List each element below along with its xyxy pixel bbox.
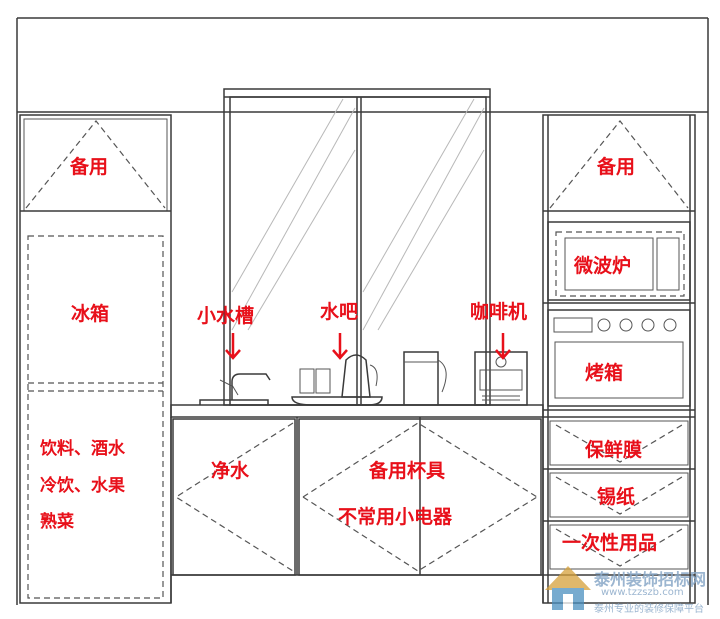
coffee-machine [474, 351, 528, 406]
coffee-machine-label: 咖啡机 [470, 301, 528, 323]
countertop [170, 404, 544, 418]
fridge-label: 冰箱 [71, 303, 110, 325]
foil-label: 锡纸 [597, 486, 636, 508]
wrap-label: 保鲜膜 [585, 439, 643, 461]
lower-cabinets [170, 417, 544, 603]
wall-frame [16, 17, 709, 605]
oven-label: 烤箱 [585, 362, 624, 384]
watermark-name: 泰州装饰招标网 [594, 570, 707, 589]
disposable-label: 一次性用品 [562, 532, 658, 554]
left-top-spare-label: 备用 [70, 156, 109, 178]
water-bar-label: 水吧 [320, 301, 359, 323]
sink-label: 小水槽 [197, 305, 255, 327]
arrow-down-icon [495, 333, 511, 360]
small-appliance-label: 不常用小电器 [338, 506, 453, 528]
right-tall-cabinet [542, 114, 696, 604]
fridge-content-line2: 冷饮、水果 [40, 476, 125, 496]
microwave-label: 微波炉 [574, 255, 632, 277]
water-bar-appliances [291, 351, 447, 406]
right-top-spare-label: 备用 [597, 156, 636, 178]
watermark-url: www.tzzszb.com [601, 587, 684, 598]
watermark-logo-icon [545, 566, 591, 610]
purified-water-label: 净水 [211, 460, 250, 482]
fridge-content-line1: 饮料、酒水 [40, 439, 125, 459]
fridge-content-line3: 熟菜 [40, 512, 74, 532]
watermark-slogan: 泰州专业的装修保障平台 [594, 604, 704, 615]
callout-arrows [225, 333, 511, 360]
left-tall-cabinet [19, 114, 172, 604]
arrow-down-icon [332, 333, 348, 360]
sink-faucet [199, 373, 271, 405]
window [223, 88, 491, 406]
cup-storage-label: 备用杯具 [369, 460, 446, 482]
arrow-down-icon [225, 333, 241, 360]
